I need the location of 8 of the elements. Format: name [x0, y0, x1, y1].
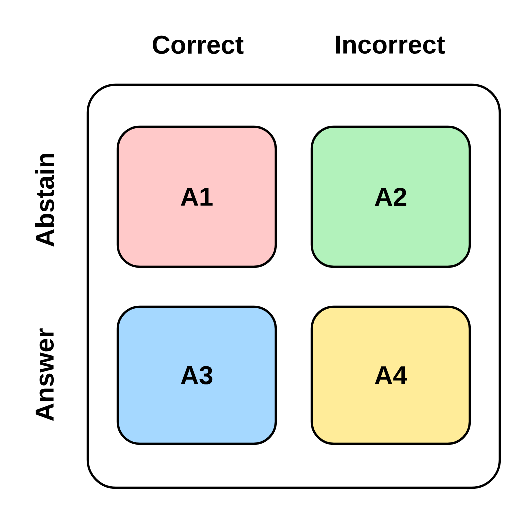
cell-box: A4 — [310, 306, 472, 446]
column-header: Incorrect — [336, 36, 446, 54]
row-header: Abstain — [36, 154, 55, 247]
cell-box: A3 — [116, 306, 278, 446]
cell-box: A1 — [116, 126, 278, 268]
cell-box: A2 — [310, 126, 472, 268]
column-header: Correct — [153, 36, 244, 54]
row-header: Answer — [36, 328, 54, 422]
